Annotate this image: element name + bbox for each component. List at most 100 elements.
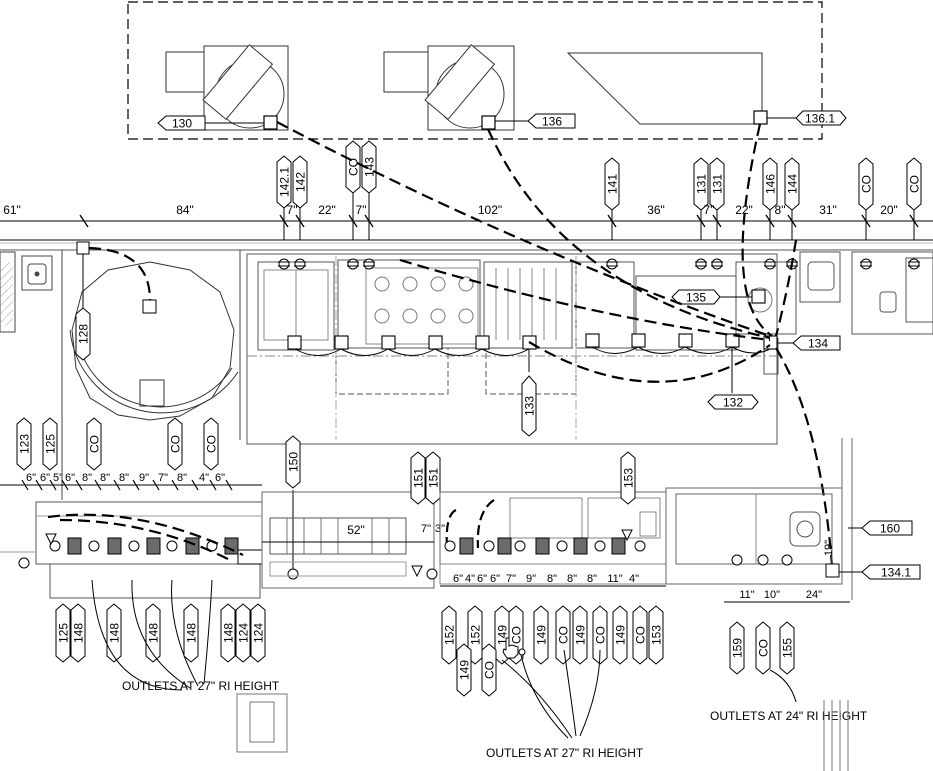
svg-text:CO: CO	[757, 639, 771, 657]
svg-text:153: 153	[622, 468, 636, 488]
svg-text:6": 6"	[453, 573, 463, 585]
svg-text:9": 9"	[526, 573, 536, 585]
svg-text:6": 6"	[477, 573, 487, 585]
far-right-outlet-note: OUTLETS AT 24" RI HEIGHT	[710, 709, 868, 723]
tag-131-a: 131	[693, 157, 709, 211]
svg-text:125: 125	[44, 434, 58, 454]
tag-142-1: 142.1	[276, 155, 292, 209]
svg-text:4": 4"	[465, 573, 475, 585]
svg-text:148: 148	[108, 623, 122, 643]
tag-135: 135	[671, 289, 752, 305]
exhaust-fan-2	[383, 44, 515, 131]
round-kettle	[71, 261, 235, 421]
tag-co-wall-3: CO	[906, 157, 922, 211]
wall-receptacles	[278, 258, 920, 270]
tag-co-wall-2: CO	[858, 157, 874, 211]
right-outlet-note: OUTLETS AT 27" RI HEIGHT	[486, 746, 644, 760]
svg-text:6": 6"	[40, 472, 50, 484]
svg-text:124: 124	[237, 623, 251, 643]
lower-left-bank: 123 125 CO CO CO 6" 6" 5" 6" 8" 8" 8" 9"…	[0, 417, 288, 753]
svg-text:52": 52"	[347, 523, 365, 537]
svg-text:CO: CO	[908, 175, 922, 193]
tag-130	[157, 115, 206, 131]
svg-text:5": 5"	[53, 472, 63, 484]
svg-text:8": 8"	[567, 573, 577, 585]
svg-text:36": 36"	[647, 203, 665, 217]
svg-text:CO: CO	[594, 626, 608, 644]
tag-131-b: 131	[709, 157, 725, 211]
svg-text:7": 7"	[287, 203, 298, 217]
svg-text:CO: CO	[860, 175, 874, 193]
tag-142: 142	[292, 155, 308, 209]
svg-text:136.1: 136.1	[805, 112, 835, 126]
svg-text:8": 8"	[775, 203, 786, 217]
svg-text:CO: CO	[347, 158, 361, 176]
svg-text:CO: CO	[510, 626, 524, 644]
middle-counter: 150 52" 151 151 7" 3"	[261, 435, 445, 589]
svg-text:8": 8"	[119, 472, 129, 484]
svg-text:19": 19"	[823, 540, 835, 556]
svg-text:8": 8"	[82, 472, 92, 484]
svg-text:150: 150	[287, 452, 301, 472]
svg-text:155: 155	[781, 638, 795, 658]
svg-text:102": 102"	[478, 203, 502, 217]
tag-133: 133	[521, 375, 537, 437]
top-dimension-line: 61" 84" 7" 22" 7" 102" 36" 7" 22" 8" 31"…	[0, 203, 933, 228]
svg-text:160: 160	[880, 522, 900, 536]
svg-text:20": 20"	[880, 203, 898, 217]
svg-text:136: 136	[542, 115, 562, 129]
svg-text:8": 8"	[177, 472, 187, 484]
svg-text:148: 148	[222, 623, 236, 643]
svg-text:124: 124	[252, 623, 266, 643]
svg-text:11": 11"	[739, 589, 754, 601]
svg-text:CO: CO	[483, 661, 497, 679]
svg-text:6": 6"	[490, 573, 500, 585]
hood-circuit-arcs	[294, 346, 771, 356]
svg-text:CO: CO	[205, 435, 219, 453]
svg-text:CO: CO	[634, 626, 648, 644]
svg-text:132: 132	[723, 396, 743, 410]
svg-text:7": 7"	[421, 523, 431, 535]
svg-text:148: 148	[72, 623, 86, 643]
svg-text:8": 8"	[587, 573, 597, 585]
back-wall	[0, 239, 933, 251]
svg-text:149: 149	[574, 625, 588, 645]
svg-text:148: 148	[147, 623, 161, 643]
svg-text:61": 61"	[3, 203, 21, 217]
svg-text:CO: CO	[88, 435, 102, 453]
svg-text:22": 22"	[735, 203, 753, 217]
svg-text:6": 6"	[215, 472, 225, 484]
svg-text:4": 4"	[629, 573, 639, 585]
svg-text:6": 6"	[26, 472, 36, 484]
right-bank: 153 6" 4" 6" 6" 7" 9" 8" 8" 8" 11" 4" 15…	[439, 451, 667, 760]
svg-text:7": 7"	[158, 472, 168, 484]
hand-cursor-icon[interactable]	[502, 637, 526, 659]
tag-146: 146	[762, 157, 778, 211]
circuit-home-runs	[88, 121, 834, 566]
svg-text:146: 146	[764, 174, 778, 194]
left-outlet-note: OUTLETS AT 27" RI HEIGHT	[122, 679, 280, 693]
svg-text:149: 149	[535, 625, 549, 645]
svg-text:149: 149	[614, 625, 628, 645]
svg-text:142.1: 142.1	[278, 167, 292, 197]
svg-text:151: 151	[412, 468, 426, 488]
svg-text:152: 152	[469, 625, 483, 645]
svg-text:22": 22"	[318, 203, 336, 217]
tag-136	[527, 113, 576, 129]
svg-text:CO: CO	[557, 626, 571, 644]
svg-text:141: 141	[606, 174, 620, 194]
svg-text:148: 148	[185, 623, 199, 643]
tag-128: 128	[75, 307, 91, 361]
exhaust-fan-1	[165, 44, 289, 131]
tag-132: 132	[707, 394, 759, 410]
svg-text:134: 134	[808, 337, 828, 351]
svg-text:7": 7"	[506, 573, 516, 585]
svg-text:8": 8"	[100, 472, 110, 484]
svg-text:130: 130	[172, 117, 192, 131]
svg-text:153: 153	[650, 625, 664, 645]
svg-text:133: 133	[523, 396, 537, 416]
svg-text:10": 10"	[764, 589, 780, 601]
tag-134: 134	[777, 335, 841, 351]
svg-text:24": 24"	[806, 589, 822, 601]
